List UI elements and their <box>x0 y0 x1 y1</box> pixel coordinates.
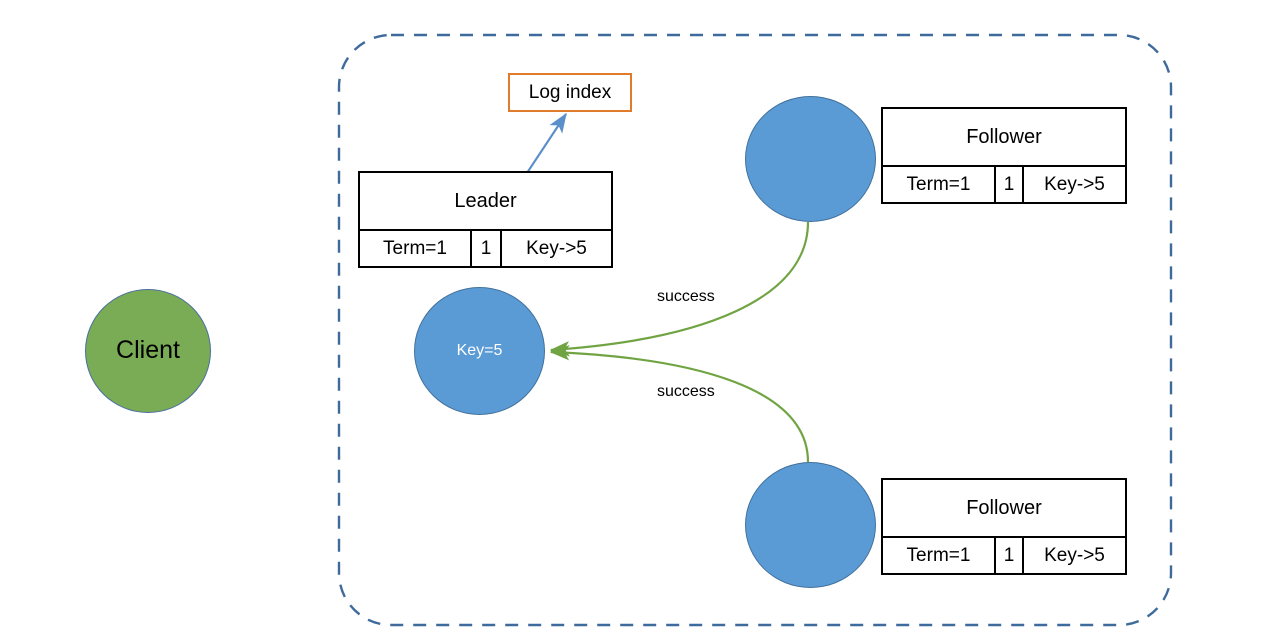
leader-term-cell: Term=1 <box>360 231 472 266</box>
follower-bottom-title-row: Follower <box>883 480 1125 538</box>
client-node[interactable]: Client <box>85 289 211 413</box>
follower-top-node[interactable] <box>745 96 876 222</box>
follower-bottom-node[interactable] <box>745 462 876 588</box>
leader-entry-row: Term=1 1 Key->5 <box>360 231 611 266</box>
follower-top-log-index-cell: 1 <box>996 167 1024 202</box>
follower-top-title-row: Follower <box>883 109 1125 167</box>
follower-bottom-entry-row: Term=1 1 Key->5 <box>883 538 1125 573</box>
follower-bottom-command-cell: Key->5 <box>1044 544 1105 566</box>
edge-label-ack-top: success <box>657 288 715 305</box>
edge-label-ack-bottom: success <box>657 383 715 400</box>
leader-title: Leader <box>454 189 517 212</box>
follower-bottom-log-table: Follower Term=1 1 Key->5 <box>881 478 1127 575</box>
leader-log-table: Leader Term=1 1 Key->5 <box>358 171 613 268</box>
log-index-callout-label: Log index <box>528 81 612 103</box>
follower-bottom-title: Follower <box>966 496 1042 519</box>
follower-top-log-table: Follower Term=1 1 Key->5 <box>881 107 1127 204</box>
request-label: Key=5 <box>456 342 503 360</box>
client-label: Client <box>116 336 180 365</box>
follower-bottom-log-index-cell: 1 <box>996 538 1024 573</box>
log-index-callout: Log index <box>508 73 632 112</box>
follower-top-term-cell: Term=1 <box>883 167 996 202</box>
follower-top-command-cell: Key->5 <box>1044 173 1105 195</box>
edge-ack-bottom <box>549 345 810 463</box>
leader-command-cell: Key->5 <box>526 237 587 259</box>
leader-log-index-cell: 1 <box>472 231 502 266</box>
follower-top-title: Follower <box>966 125 1042 148</box>
request-node[interactable]: Key=5 <box>414 287 545 415</box>
leader-title-row: Leader <box>360 173 611 231</box>
follower-bottom-term-cell: Term=1 <box>883 538 996 573</box>
follower-top-entry-row: Term=1 1 Key->5 <box>883 167 1125 202</box>
